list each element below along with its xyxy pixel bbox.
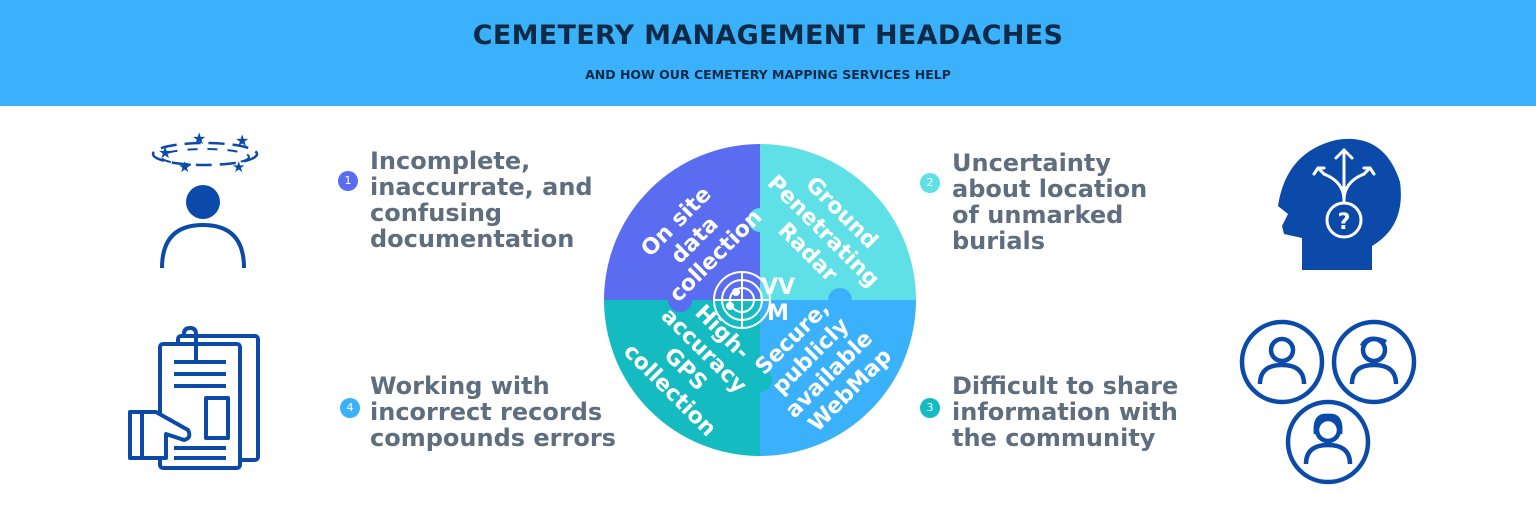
service-quadrant-1 <box>604 144 760 300</box>
problem-1-number: 1 <box>338 171 358 191</box>
problem-2-text: Uncertainty about location of unmarked b… <box>952 149 1148 255</box>
service-quadrant-2 <box>760 144 916 300</box>
svg-text:★: ★ <box>178 158 191 176</box>
services-wheel: On site data collection Ground Penetrati… <box>604 144 916 456</box>
logo-text-2: M <box>767 301 789 326</box>
header-banner <box>0 0 1536 106</box>
problem-4-number: 4 <box>340 398 360 418</box>
logo-icon <box>713 271 771 329</box>
community-people-icon <box>1239 319 1417 485</box>
dizzy-person-icon: ★ ★ ★ ★ ★ <box>151 129 259 269</box>
problem-2-number: 2 <box>920 173 940 193</box>
svg-text:★: ★ <box>192 129 206 148</box>
documents-hand-icon <box>128 326 260 470</box>
svg-text:★: ★ <box>158 143 172 162</box>
svg-text:?: ? <box>1338 210 1351 235</box>
logo-text-1: VV <box>761 275 795 300</box>
service-quadrant-4 <box>604 300 760 456</box>
problem-3-number: 3 <box>920 398 940 418</box>
problem-4-text: Working with incorrect records compounds… <box>370 372 616 452</box>
page-subtitle: AND HOW OUR CEMETERY MAPPING SERVICES HE… <box>585 67 951 82</box>
problem-1-text: Incomplete, inaccurrate, and confusing d… <box>370 147 593 253</box>
service-quadrant-3 <box>760 300 916 456</box>
svg-text:★: ★ <box>235 131 249 150</box>
head-question-arrows-icon: ? <box>1278 138 1401 270</box>
svg-text:★: ★ <box>232 158 245 176</box>
page-title: CEMETERY MANAGEMENT HEADACHES <box>472 20 1064 51</box>
problem-3-text: Difficult to share information with the … <box>952 372 1179 452</box>
